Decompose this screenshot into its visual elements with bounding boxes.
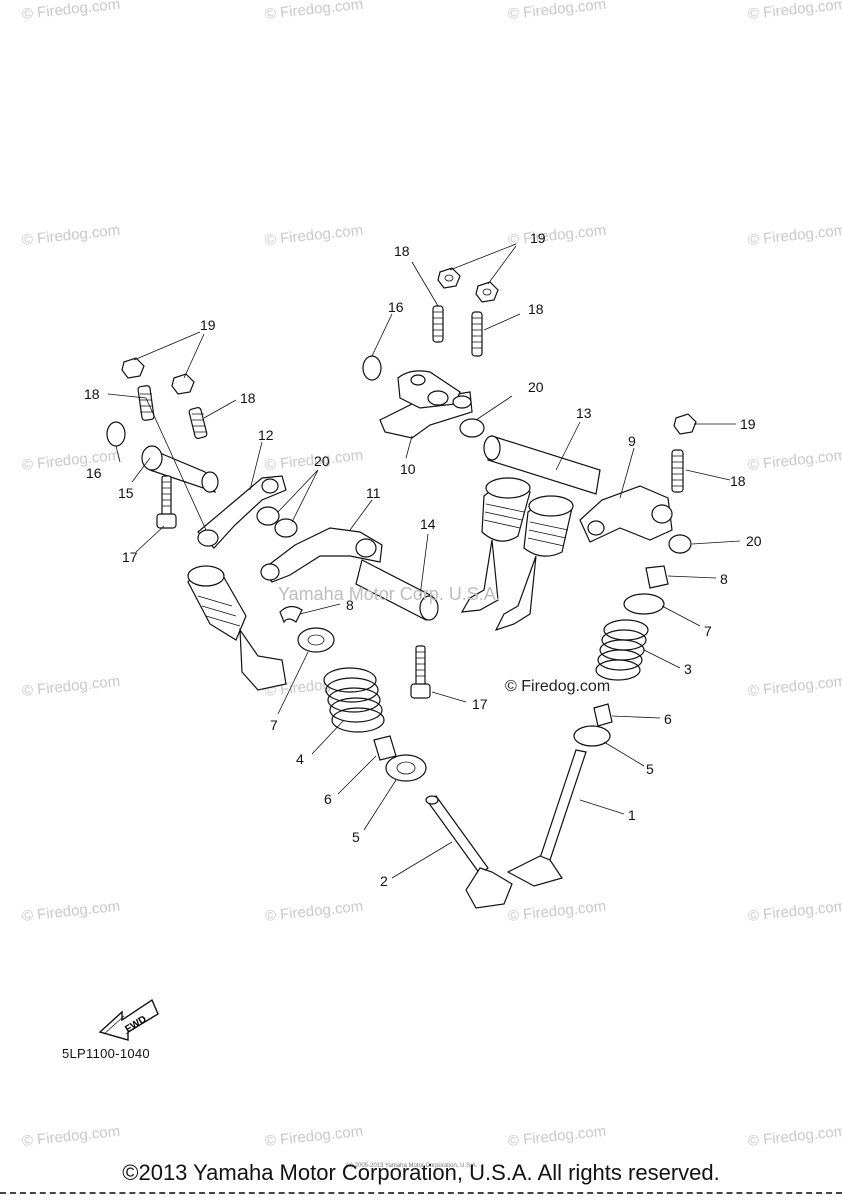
callout-7: 7: [704, 623, 712, 639]
nuts-19-top: [437, 267, 499, 303]
tappet-left: [187, 565, 287, 691]
callout-18: 18: [240, 390, 256, 406]
callout-17: 17: [472, 696, 488, 712]
callout-15: 15: [118, 485, 134, 501]
valve-spring-3: [595, 619, 649, 681]
callout-9: 9: [628, 433, 636, 449]
rocker-shaft-14: [355, 559, 439, 621]
firedog-watermark: © Firedog.com: [505, 678, 611, 695]
valve-cotter-8: [279, 605, 303, 624]
callout-13: 13: [576, 405, 592, 421]
callout-2: 2: [380, 873, 388, 889]
callout-5: 5: [646, 761, 654, 777]
callout-18: 18: [730, 473, 746, 489]
rocker-arm-11: [260, 527, 383, 583]
stud-bolt-18-right: [671, 449, 684, 493]
stud-bolts-18-top: [432, 305, 483, 357]
small-copyright: (c) 2005-2013 Yamaha Motor Corporation, …: [346, 1163, 478, 1169]
callout-10: 10: [400, 461, 416, 477]
nuts-19-left: [121, 357, 195, 395]
spring-seat-5-left: [385, 754, 427, 782]
callout-6: 6: [324, 791, 332, 807]
callout-16: 16: [388, 299, 404, 315]
callout-18: 18: [394, 243, 410, 259]
diagram-code: 5LP1100-1040: [62, 1046, 150, 1061]
valve-stem-seal-6-left: [373, 735, 397, 761]
rocker-shaft-13: [483, 435, 601, 495]
nut-19-right: [673, 413, 697, 435]
fwd-arrow-icon: FWD: [98, 998, 159, 1041]
rocker-shaft-15-left: [141, 445, 219, 494]
bolt-17-middle: [410, 645, 431, 699]
callout-8: 8: [346, 597, 354, 613]
valve-2: [425, 795, 513, 909]
valve-1: [506, 749, 587, 887]
callout-20: 20: [746, 533, 762, 549]
washer-20-right: [668, 534, 692, 554]
center-watermark: Yamaha Motor Corp. U.S.A.: [278, 584, 501, 604]
cam-followers-center: [460, 477, 574, 632]
callout-20: 20: [528, 379, 544, 395]
rocker-arm-9: [579, 485, 673, 543]
callout-16: 16: [86, 465, 102, 481]
spring-seat-5-right: [573, 725, 611, 747]
rocker-arm-housing-10: [379, 370, 473, 439]
stud-bolts-18-left: [137, 385, 208, 439]
callout-12: 12: [258, 427, 274, 443]
spring-retainer-7-left: [297, 627, 335, 653]
callout-20: 20: [314, 453, 330, 469]
callout-11: 11: [366, 485, 381, 501]
callout-3: 3: [684, 661, 692, 677]
callout-18: 18: [528, 301, 544, 317]
bolt-17-left: [156, 475, 177, 529]
page-bottom-border: [0, 1192, 842, 1194]
callout-19: 19: [530, 230, 546, 246]
callout-7: 7: [270, 717, 278, 733]
callout-19: 19: [740, 416, 756, 432]
o-ring-16-top: [362, 355, 382, 381]
callout-14: 14: [420, 516, 436, 532]
callout-4: 4: [296, 751, 304, 767]
callout-1: 1: [628, 807, 636, 823]
callout-8: 8: [720, 571, 728, 587]
washers-20-left: [256, 506, 298, 538]
callout-17: 17: [122, 549, 138, 565]
copyright-notice: ©2013 Yamaha Motor Corporation, U.S.A. A…: [122, 1160, 720, 1185]
valve-spring-4: [323, 667, 385, 733]
callout-6: 6: [664, 711, 672, 727]
o-ring-16-left: [106, 421, 126, 447]
rocker-arm-12: [197, 475, 287, 549]
valve-cotter-8-right: [645, 565, 669, 589]
spring-retainer-7-right: [623, 593, 665, 615]
callout-5: 5: [352, 829, 360, 845]
valve-stem-seal-6-right: [593, 703, 613, 727]
washer-20-top: [459, 418, 485, 438]
callout-19: 19: [200, 317, 216, 333]
leader-lines: [107, 243, 741, 879]
callout-18: 18: [84, 386, 100, 402]
